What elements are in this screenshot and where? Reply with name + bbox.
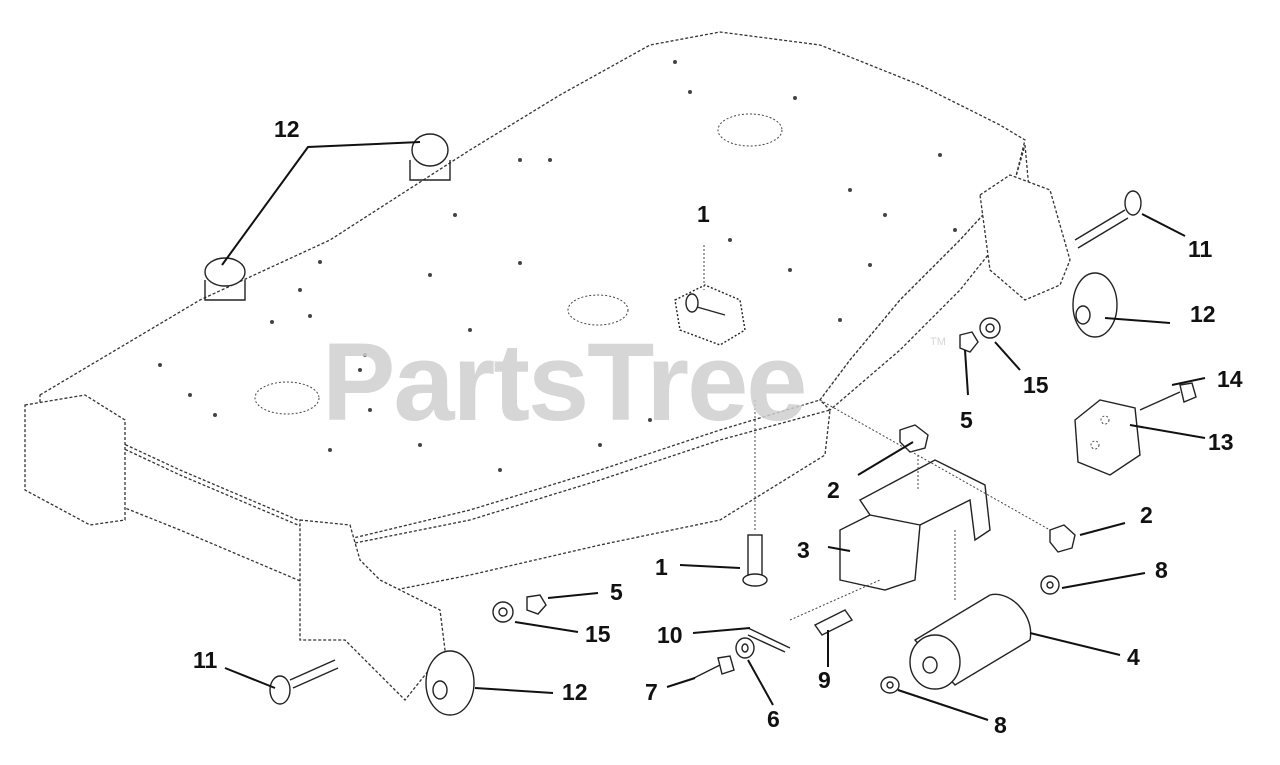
callout-15-left: 15 [585,621,611,647]
screw-14 [1139,382,1197,411]
callout-12-top: 12 [274,116,300,142]
callout-6: 6 [767,706,780,732]
watermark: PartsTree TM [322,321,946,444]
callout-11-right: 11 [1188,236,1213,262]
callout-5-right: 5 [960,407,973,433]
rear-wheel-right [409,133,451,181]
bolt-top [674,284,746,346]
callout-8-top: 8 [1155,557,1168,583]
callout-7: 7 [645,679,658,705]
callout-2-mid: 2 [827,477,840,503]
washer-8-bottom [880,676,900,694]
callout-13: 13 [1208,429,1234,455]
callout-1-top: 1 [697,201,710,227]
nut-left [526,594,547,615]
gauge-wheel-right [1072,272,1118,338]
nut-right-2 [1049,524,1076,553]
washer-right [979,317,1001,339]
screw-7 [689,655,735,681]
callout-3: 3 [797,537,810,563]
mower-deck [24,31,1071,701]
nut-right [959,331,979,353]
cotter-pin-10 [747,627,791,653]
assembly-guides [703,245,1051,621]
callout-4: 4 [1127,644,1140,670]
callout-11-left: 11 [193,647,218,673]
bolt-bottom [742,534,768,587]
pin-9 [813,609,854,636]
callout-labels: 12 1 11 12 14 15 5 13 2 2 3 8 1 5 15 10 … [193,116,1243,738]
washer-6 [735,637,755,659]
callout-5-left: 5 [610,579,623,605]
carriage-bolt-right [1074,190,1142,249]
callout-14: 14 [1217,366,1243,392]
gauge-wheel-left [425,650,475,716]
washer-left [492,601,514,623]
roller-4 [909,593,1032,690]
callout-10: 10 [657,622,683,648]
bracket-3 [839,459,991,591]
callout-12-bottom: 12 [562,679,588,705]
callout-1-bottom: 1 [655,554,668,580]
watermark-text: PartsTree [322,321,805,444]
callout-9: 9 [818,667,831,693]
callout-2-right: 2 [1140,502,1153,528]
rear-wheel-left [204,257,246,301]
callout-15-right: 15 [1023,372,1049,398]
carriage-bolt-left [269,659,339,705]
washer-8-top [1040,575,1060,595]
watermark-tm: TM [930,336,946,348]
callout-8-bottom: 8 [994,712,1007,738]
callout-12-right: 12 [1190,301,1216,327]
plate-13 [1074,399,1141,476]
leader-lines [221,141,1206,721]
